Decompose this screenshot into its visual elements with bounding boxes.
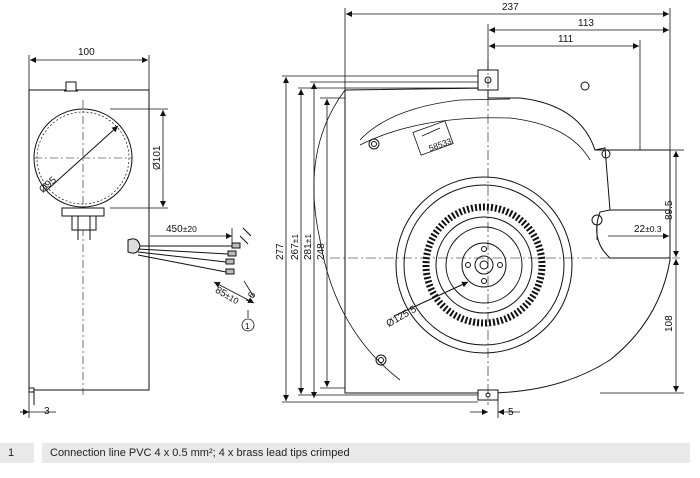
impeller-outer xyxy=(395,176,573,354)
callout-number: 1 xyxy=(245,321,250,331)
front-housing-outline xyxy=(344,87,671,394)
dim-281-label: 281±1 xyxy=(303,234,314,260)
dim-6-label: 6 xyxy=(246,290,259,301)
dim-111-label: 111 xyxy=(558,34,574,45)
dim-248-label: 248 xyxy=(316,243,327,260)
dim-101-label: Ø101 xyxy=(152,145,163,170)
dim-450-label: 450±20 xyxy=(166,224,197,235)
impeller-blades xyxy=(422,203,546,327)
dim-85-line xyxy=(213,281,255,304)
note-separator xyxy=(34,443,42,463)
side-view xyxy=(28,81,252,405)
dim-3-label: 3 xyxy=(44,406,50,417)
front-view xyxy=(313,60,680,405)
note-text: Connection line PVC 4 x 0.5 mm²; 4 x bra… xyxy=(50,447,350,459)
rating-label xyxy=(412,120,454,156)
side-view-dimensions xyxy=(20,55,255,418)
dim-113-label: 113 xyxy=(578,18,594,29)
dim-100-label: 100 xyxy=(78,47,95,58)
dim-267-label: 267±1 xyxy=(290,234,301,260)
dim-108-label: 108 xyxy=(664,315,675,332)
diameter-125-leader xyxy=(393,281,469,317)
front-view-dimensions xyxy=(282,8,684,418)
dim-89-label: 89.5 xyxy=(664,200,675,220)
dim-85-label: 85±10 xyxy=(213,285,241,307)
note-row: 1 Connection line PVC 4 x 0.5 mm²; 4 x b… xyxy=(0,443,690,463)
note-number: 1 xyxy=(8,447,15,459)
callout-circle xyxy=(241,318,255,332)
dim-237-label: 237 xyxy=(502,2,519,13)
hub xyxy=(461,242,507,288)
dim-22-label: 22±0.3 xyxy=(634,224,662,235)
dim-277-label: 277 xyxy=(275,243,286,260)
diameter-95-leader xyxy=(46,125,119,191)
dim-5-label: 5 xyxy=(508,407,514,418)
